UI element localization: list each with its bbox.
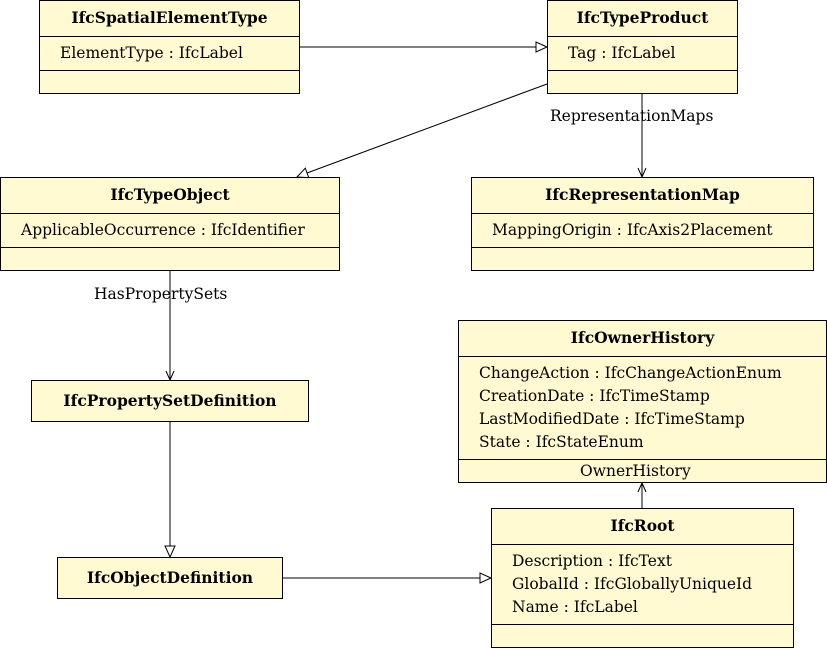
association-label-representationmaps: RepresentationMaps — [550, 107, 714, 125]
class-name: IfcRoot — [492, 509, 793, 545]
attribute-list: Tag : IfcLabel — [548, 37, 737, 71]
class-ifcroot[interactable]: IfcRoot Description : IfcText GlobalId :… — [491, 508, 794, 648]
attribute-list: MappingOrigin : IfcAxis2Placement — [472, 214, 813, 248]
attribute: MappingOrigin : IfcAxis2Placement — [492, 221, 773, 239]
class-name: IfcObjectDefinition — [86, 568, 254, 587]
class-ifcownerhistory[interactable]: IfcOwnerHistory ChangeAction : IfcChange… — [458, 320, 827, 483]
class-ifcspatialelementtype[interactable]: IfcSpatialElementType ElementType : IfcL… — [39, 0, 300, 94]
class-ifcpropertysetdefinition[interactable]: IfcPropertySetDefinition — [31, 380, 309, 422]
class-ifcobjectdefinition[interactable]: IfcObjectDefinition — [57, 557, 283, 599]
class-name: IfcRepresentationMap — [472, 178, 813, 214]
generalization-typeproduct-typeobject — [295, 83, 548, 179]
operations-compartment — [548, 71, 737, 89]
class-name: IfcPropertySetDefinition — [63, 391, 277, 410]
class-name: IfcSpatialElementType — [40, 1, 299, 37]
operations-compartment — [472, 248, 813, 266]
attribute: ChangeAction : IfcChangeActionEnum — [479, 364, 782, 382]
attribute-list: ApplicableOccurrence : IfcIdentifier — [1, 214, 339, 248]
class-name: IfcTypeObject — [1, 178, 339, 214]
generalization-spatialelementtype-typeproduct — [300, 41, 549, 53]
class-name: IfcOwnerHistory — [459, 321, 826, 357]
attribute-list: ChangeAction : IfcChangeActionEnum Creat… — [459, 357, 826, 460]
operations-compartment — [492, 625, 793, 643]
attribute: Tag : IfcLabel — [568, 44, 676, 62]
class-name: IfcTypeProduct — [548, 1, 737, 37]
attribute: Name : IfcLabel — [512, 598, 638, 616]
generalization-propertysetdefinition-objectdefinition — [164, 422, 176, 559]
attribute: ApplicableOccurrence : IfcIdentifier — [21, 221, 305, 239]
class-ifcrepresentationmap[interactable]: IfcRepresentationMap MappingOrigin : Ifc… — [471, 177, 814, 271]
attribute: ElementType : IfcLabel — [60, 44, 243, 62]
attribute-list: Description : IfcText GlobalId : IfcGlob… — [492, 545, 793, 625]
operations-compartment — [40, 71, 299, 89]
attribute: State : IfcStateEnum — [479, 433, 644, 451]
association-label-haspropertysets: HasPropertySets — [94, 285, 228, 303]
attribute: Description : IfcText — [512, 552, 672, 570]
class-ifctypeobject[interactable]: IfcTypeObject ApplicableOccurrence : Ifc… — [0, 177, 340, 271]
association-label-ownerhistory: OwnerHistory — [580, 462, 691, 480]
association-ownerhistory — [637, 481, 647, 508]
attribute-list: ElementType : IfcLabel — [40, 37, 299, 71]
generalization-objectdefinition-root — [283, 572, 493, 584]
attribute: LastModifiedDate : IfcTimeStamp — [479, 410, 745, 428]
attribute: GlobalId : IfcGloballyUniqueId — [512, 575, 753, 593]
class-ifctypeproduct[interactable]: IfcTypeProduct Tag : IfcLabel — [547, 0, 738, 94]
attribute: CreationDate : IfcTimeStamp — [479, 387, 710, 405]
operations-compartment — [1, 248, 339, 266]
